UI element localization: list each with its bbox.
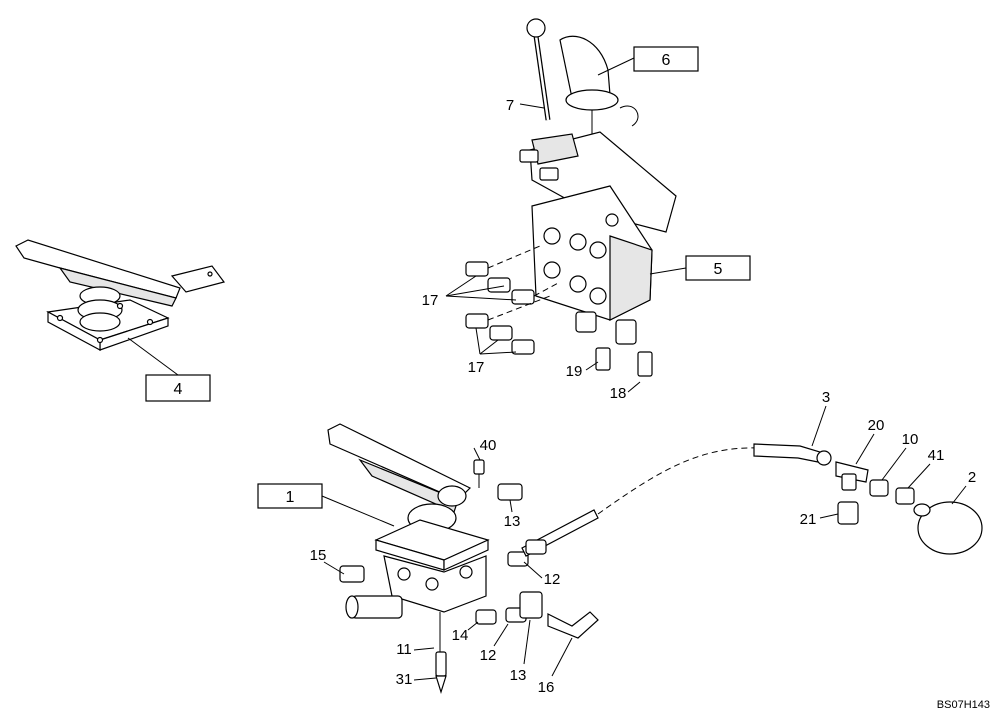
callout-16: 16 bbox=[538, 679, 555, 696]
callout-2: 2 bbox=[968, 469, 976, 486]
callout-6: 6 bbox=[662, 52, 671, 69]
callout-5: 5 bbox=[714, 261, 723, 278]
callout-box-4: 4 bbox=[145, 374, 211, 402]
callout-13-upper: 13 bbox=[504, 513, 521, 530]
callout-4: 4 bbox=[174, 381, 183, 398]
callout-31: 31 bbox=[396, 671, 413, 688]
fittings-17 bbox=[465, 245, 561, 355]
brake-valve-assembly bbox=[327, 423, 490, 695]
callout-17-upper: 17 bbox=[422, 292, 439, 309]
callout-7: 7 bbox=[506, 97, 514, 114]
callout-41: 41 bbox=[928, 447, 945, 464]
drawing-code: BS07H143 bbox=[937, 699, 990, 711]
callout-20: 20 bbox=[868, 417, 885, 434]
callout-21: 21 bbox=[800, 511, 817, 528]
callout-12-bottom: 12 bbox=[480, 647, 497, 664]
pedal-assembly bbox=[15, 239, 226, 352]
control-valve-assembly bbox=[519, 18, 677, 377]
callout-11: 11 bbox=[396, 641, 412, 658]
callout-10: 10 bbox=[902, 431, 919, 448]
accumulator-group bbox=[753, 443, 983, 555]
callout-17-lower: 17 bbox=[468, 359, 485, 376]
callout-1: 1 bbox=[286, 489, 295, 506]
callout-18: 18 bbox=[610, 385, 627, 402]
callout-13-bottom: 13 bbox=[510, 667, 527, 684]
brake-fittings bbox=[339, 459, 599, 639]
callout-15: 15 bbox=[310, 547, 327, 564]
callout-19: 19 bbox=[566, 363, 583, 380]
hose-path bbox=[597, 447, 761, 515]
callout-12-right: 12 bbox=[544, 571, 561, 588]
callout-3: 3 bbox=[822, 389, 830, 406]
callout-box-5: 5 bbox=[685, 255, 751, 281]
callout-40: 40 bbox=[480, 437, 497, 454]
callout-14: 14 bbox=[452, 627, 469, 644]
callout-box-1: 1 bbox=[257, 483, 323, 509]
callout-box-6: 6 bbox=[633, 46, 699, 72]
